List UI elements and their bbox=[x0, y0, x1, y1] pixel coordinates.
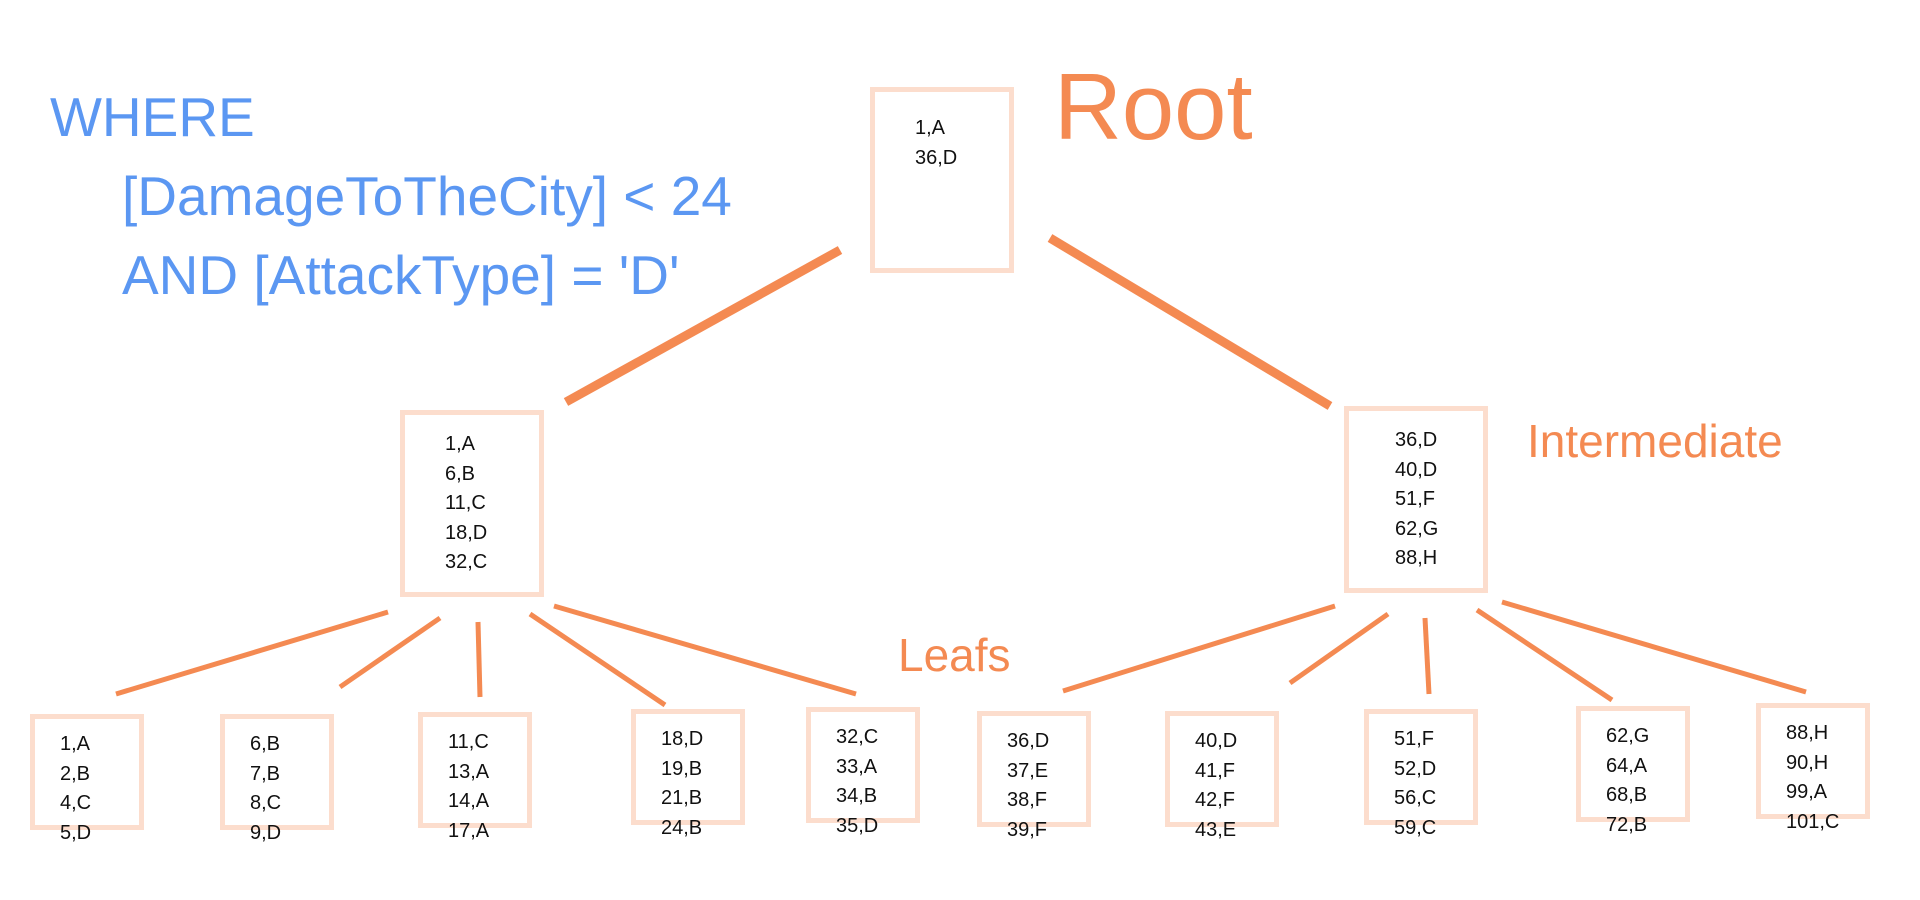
node-entry: 18,D bbox=[661, 728, 704, 750]
node-entry: 42,F bbox=[1195, 789, 1236, 811]
node-entry: 7,B bbox=[250, 762, 281, 785]
node-entry: 32,C bbox=[445, 551, 488, 573]
node-entry: 36,D bbox=[1007, 730, 1050, 752]
node-entry: 11,C bbox=[448, 731, 489, 753]
intermediate-node-left: 1,A 6,B 11,C 18,D 32,C bbox=[400, 410, 544, 597]
node-entry: 4,C bbox=[60, 792, 92, 814]
leaf-node: 18,D 19,B 21,B 24,B bbox=[631, 709, 745, 839]
node-entry: 56,C bbox=[1394, 787, 1437, 809]
node-entry: 9,D bbox=[250, 821, 282, 844]
node-entry: 1,A bbox=[915, 117, 946, 139]
root-node: 1,A 36,D bbox=[870, 87, 1014, 273]
node-entry: 59,C bbox=[1394, 816, 1437, 839]
connector-root-right bbox=[1047, 234, 1333, 410]
leaf-node: 1,A 2,B 4,C 5,D bbox=[30, 714, 144, 844]
node-entry: 33,A bbox=[836, 755, 878, 778]
node-entry: 40,D bbox=[1195, 730, 1238, 752]
connector-right-leaf-1 bbox=[1062, 603, 1336, 694]
node-entry: 51,F bbox=[1394, 728, 1435, 750]
intermediate-label: Intermediate bbox=[1527, 415, 1783, 467]
leaf-node: 62,G 64,A 68,B 72,B bbox=[1576, 706, 1690, 836]
node-entry: 51,F bbox=[1395, 488, 1436, 510]
node-entry: 64,A bbox=[1606, 754, 1648, 777]
connector-right-leaf-4 bbox=[1475, 607, 1614, 703]
node-entry: 40,D bbox=[1395, 458, 1438, 481]
node-entry: 52,D bbox=[1394, 757, 1437, 780]
node-entry: 72,B bbox=[1606, 813, 1648, 836]
connector-right-leaf-2 bbox=[1288, 611, 1390, 686]
node-entry: 24,B bbox=[661, 816, 703, 839]
query-line: WHERE bbox=[50, 86, 255, 148]
connector-left-leaf-4 bbox=[528, 611, 667, 708]
node-entry: 99,A bbox=[1786, 781, 1828, 803]
node-entry: 62,G bbox=[1395, 517, 1439, 540]
node-entry: 6,B bbox=[250, 733, 281, 755]
node-entry: 2,B bbox=[60, 762, 91, 785]
node-entry: 19,B bbox=[661, 757, 703, 780]
connector-left-leaf-2 bbox=[338, 615, 442, 690]
connector-right-leaf-3 bbox=[1422, 617, 1432, 695]
node-entry: 17,A bbox=[448, 819, 490, 842]
node-entry: 36,D bbox=[1395, 429, 1438, 451]
node-entry: 14,A bbox=[448, 790, 490, 812]
connector-left-leaf-3 bbox=[475, 621, 483, 698]
node-entry: 62,G bbox=[1606, 725, 1650, 747]
leaf-node: 88,H 90,H 99,A 101,C bbox=[1756, 703, 1870, 833]
leaf-node: 51,F 52,D 56,C 59,C bbox=[1364, 709, 1478, 839]
node-entry: 6,B bbox=[445, 462, 476, 485]
node-entry: 88,H bbox=[1395, 547, 1438, 569]
leafs-label: Leafs bbox=[898, 629, 1011, 681]
node-entry: 18,D bbox=[445, 521, 488, 544]
node-entry: 8,C bbox=[250, 792, 282, 814]
connector-left-leaf-1 bbox=[115, 609, 389, 697]
leaf-node: 6,B 7,B 8,C 9,D bbox=[220, 714, 334, 844]
node-entry: 39,F bbox=[1007, 818, 1048, 841]
node-entry: 21,B bbox=[661, 787, 703, 809]
root-label: Root bbox=[1054, 54, 1253, 159]
node-entry: 1,A bbox=[60, 733, 91, 755]
leaf-node: 32,C 33,A 34,B 35,D bbox=[806, 707, 920, 837]
connector-root-left bbox=[563, 246, 843, 406]
connector-left-leaf-5 bbox=[553, 603, 857, 697]
node-entry: 90,H bbox=[1786, 751, 1829, 774]
node-entry: 88,H bbox=[1786, 722, 1829, 744]
intermediate-node-right: 36,D 40,D 51,F 62,G 88,H bbox=[1344, 406, 1488, 593]
leaf-node: 11,C 13,A 14,A 17,A bbox=[418, 712, 532, 842]
query-line: AND [AttackType] = 'D' bbox=[122, 244, 680, 306]
node-entry: 5,D bbox=[60, 821, 92, 844]
query-line: [DamageToTheCity] < 24 bbox=[122, 165, 732, 227]
connector-right-leaf-5 bbox=[1501, 599, 1807, 695]
node-entry: 38,F bbox=[1007, 789, 1048, 811]
node-entry: 34,B bbox=[836, 785, 878, 807]
node-entry: 101,C bbox=[1786, 810, 1840, 833]
node-entry: 36,D bbox=[915, 146, 958, 169]
leaf-node: 36,D 37,E 38,F 39,F bbox=[977, 711, 1091, 841]
node-entry: 1,A bbox=[445, 433, 476, 455]
node-entry: 68,B bbox=[1606, 784, 1648, 806]
node-entry: 37,E bbox=[1007, 759, 1049, 782]
node-entry: 11,C bbox=[445, 492, 486, 514]
node-entry: 35,D bbox=[836, 814, 879, 837]
node-entry: 41,F bbox=[1195, 759, 1236, 782]
node-entry: 32,C bbox=[836, 726, 879, 748]
node-entry: 43,E bbox=[1195, 818, 1237, 841]
sql-where-clause: WHERE [DamageToTheCity] < 24 AND [Attack… bbox=[50, 78, 732, 315]
node-entry: 13,A bbox=[448, 760, 490, 783]
leaf-node: 40,D 41,F 42,F 43,E bbox=[1165, 711, 1279, 841]
